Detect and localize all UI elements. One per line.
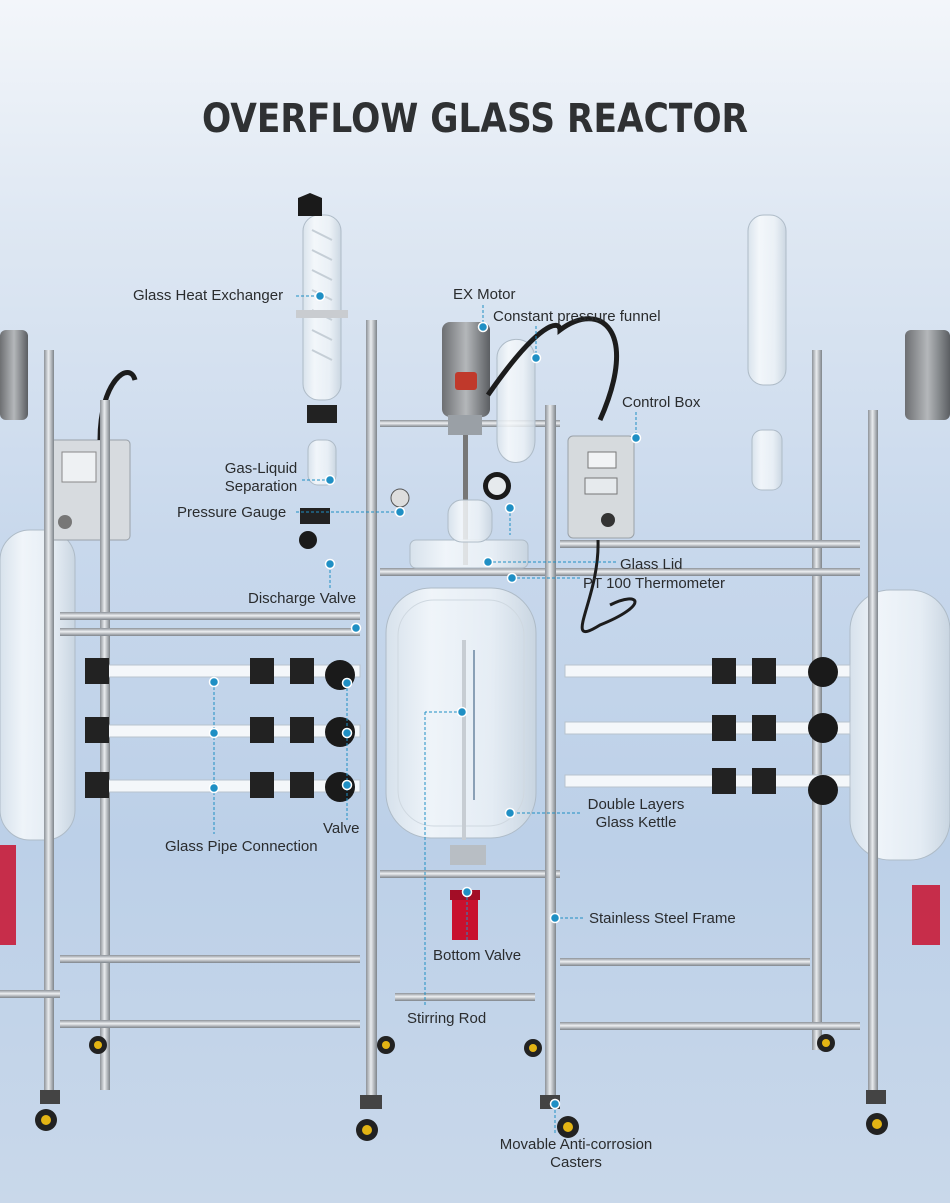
label-stainless-steel-frame: Stainless Steel Frame (589, 910, 736, 927)
label-constant-pressure-funnel: Constant pressure funnel (493, 308, 661, 325)
label-pressure-gauge: Pressure Gauge (177, 504, 287, 521)
label-movable-casters: Movable Anti-corrosion Casters (486, 1136, 666, 1172)
callout-dots (208, 290, 642, 1110)
label-bottom-valve: Bottom Valve (433, 947, 522, 964)
label-glass-lid: Glass Lid (620, 556, 683, 573)
label-gas-liquid-line2: Separation (224, 478, 298, 495)
callouts (213, 295, 637, 1134)
label-discharge-valve: Discharge Valve (248, 590, 357, 607)
page-title: OVERFLOW GLASS REACTOR (201, 96, 749, 142)
label-glass-heat-exchanger: Glass Heat Exchanger (133, 287, 284, 304)
label-ex-motor: EX Motor (453, 286, 516, 303)
label-gas-liquid-line1: Gas-Liquid (224, 460, 298, 477)
label-casters-line1: Movable Anti-corrosion (499, 1136, 653, 1153)
glass-pipes (85, 657, 851, 805)
label-gas-liquid: Gas-Liquid Separation (219, 460, 303, 496)
right-reactor (747, 214, 950, 1090)
label-double-layers-glass-kettle: Double Layers Glass Kettle (578, 796, 694, 832)
label-control-box: Control Box (622, 394, 701, 411)
label-double-layers-line2: Glass Kettle (595, 814, 677, 831)
label-valve: Valve (323, 820, 360, 837)
label-casters-line2: Casters (550, 1154, 602, 1171)
casters (35, 1034, 888, 1141)
main-reactor (296, 193, 637, 940)
left-reactor (0, 330, 138, 1090)
label-glass-pipe-connection: Glass Pipe Connection (165, 838, 318, 855)
label-pt100-thermometer: PT 100 Thermometer (583, 575, 726, 592)
label-stirring-rod: Stirring Rod (407, 1010, 487, 1027)
label-double-layers-line1: Double Layers (587, 796, 685, 813)
